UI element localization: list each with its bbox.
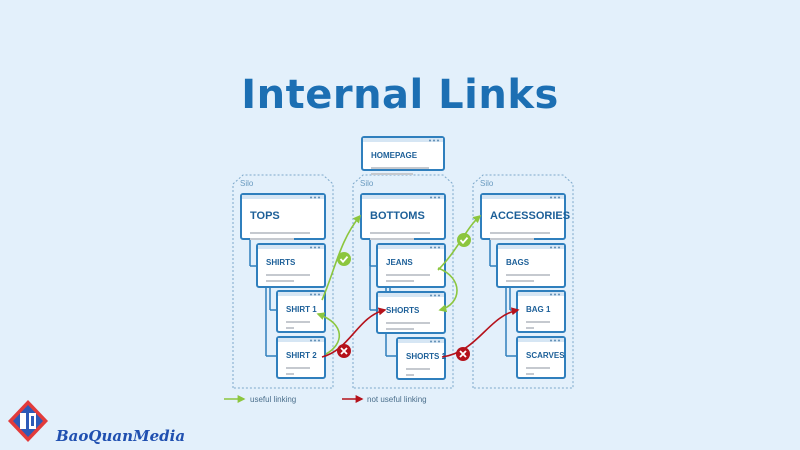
not-useful-link-cross-icon xyxy=(456,347,470,361)
not-useful-legend-label: not useful linking xyxy=(367,395,427,404)
card-bottoms-page-1: SHORTS 1 xyxy=(396,337,447,380)
card-tops-page-2: SHIRT 2 xyxy=(276,336,326,379)
silo-accessories: Silo xyxy=(472,174,574,389)
link-jeans-to-shorts xyxy=(437,267,458,313)
card-bottoms-sub-1-label: JEANS xyxy=(386,258,413,267)
card-accessories-sub-label: BAGS xyxy=(506,258,530,267)
card-bottoms-page-1-label: SHORTS 1 xyxy=(406,352,447,361)
silo-label: Silo xyxy=(360,179,374,188)
link-shirt2-to-shirt1 xyxy=(316,312,341,355)
page-title: Internal Links xyxy=(241,72,559,118)
not-useful-link-cross-icon xyxy=(337,344,351,358)
card-accessories-page-1-label: BAG 1 xyxy=(526,305,551,314)
card-accessories-page-1: BAG 1 xyxy=(516,290,566,333)
card-tops-category-label: TOPS xyxy=(250,210,280,222)
legend: useful linking not useful linking xyxy=(224,395,427,404)
silo-label: Silo xyxy=(480,179,494,188)
silo-bottoms: Silo xyxy=(352,174,454,389)
brand-name: BaoQuanMedia xyxy=(56,427,186,445)
card-tops-page-1: SHIRT 1 xyxy=(276,290,326,333)
link-shirt2-to-shorts xyxy=(321,307,387,358)
card-tops-sub-label: SHIRTS xyxy=(266,258,296,267)
card-accessories-category-label: ACCESSORIES xyxy=(490,210,570,222)
card-accessories-category: ACCESSORIES xyxy=(480,193,570,240)
card-bottoms-sub-1: JEANS xyxy=(376,243,446,288)
homepage-card-label: HOMEPAGE xyxy=(371,151,418,160)
card-tops-sub: SHIRTS xyxy=(256,243,326,288)
card-accessories-page-2: SCARVES xyxy=(516,336,566,379)
link-shorts1-to-bag1 xyxy=(441,307,520,358)
silo-tops: Silo xyxy=(232,174,334,389)
silo-label: Silo xyxy=(240,179,254,188)
card-accessories-page-2-label: SCARVES xyxy=(526,351,565,360)
card-bottoms-category: BOTTOMS xyxy=(360,193,446,240)
card-bottoms-sub-2-label: SHORTS xyxy=(386,306,420,315)
card-bottoms-category-label: BOTTOMS xyxy=(370,210,425,222)
homepage-card: HOMEPAGE xyxy=(361,136,445,175)
useful-link-check-icon xyxy=(457,233,471,247)
card-accessories-sub: BAGS xyxy=(496,243,566,288)
card-bottoms-sub-2: SHORTS xyxy=(376,291,446,334)
silo-tree-lines xyxy=(249,239,277,357)
card-tops-category: TOPS xyxy=(240,193,326,240)
useful-legend-label: useful linking xyxy=(250,395,296,404)
brand-logo: BaoQuanMedia xyxy=(6,398,196,446)
useful-link-check-icon xyxy=(337,252,351,266)
card-tops-page-2-label: SHIRT 2 xyxy=(286,351,317,360)
brand-logo-mark-icon xyxy=(8,400,48,442)
card-tops-page-1-label: SHIRT 1 xyxy=(286,305,317,314)
